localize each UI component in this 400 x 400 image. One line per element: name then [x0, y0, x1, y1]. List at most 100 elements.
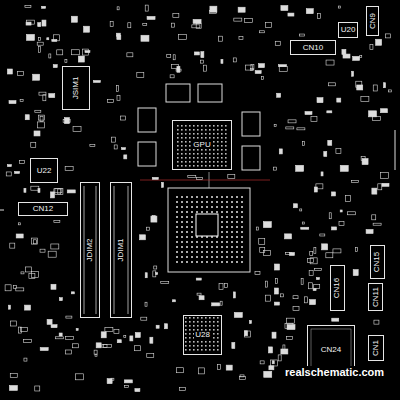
smd-pad [105, 328, 113, 332]
smd-pad [145, 302, 147, 306]
smd-pad [221, 59, 223, 63]
smd-pad [286, 336, 292, 339]
smd-pad [283, 345, 285, 351]
smd-pad [65, 167, 73, 171]
smd-pad [16, 288, 24, 291]
smd-pad [161, 282, 169, 284]
smd-parts [5, 5, 391, 391]
smd-pad [226, 365, 232, 370]
smd-pad [361, 96, 369, 101]
smd-pad [167, 55, 171, 58]
component-outline: CN1 [368, 335, 384, 361]
smd-pad [293, 296, 298, 299]
smd-pad [65, 336, 73, 339]
smd-pad [26, 267, 32, 272]
smd-pad [150, 337, 153, 343]
smd-pad [124, 335, 126, 337]
smd-pad [54, 220, 60, 222]
smd-pad [239, 36, 243, 39]
smd-pad [201, 52, 204, 58]
chip [166, 84, 190, 102]
smd-pad [260, 31, 265, 33]
smd-pad [272, 361, 274, 364]
smd-pad [197, 293, 201, 295]
component-outline: JDIM1 [110, 182, 132, 318]
smd-pad [382, 183, 389, 186]
smd-pad [245, 331, 251, 337]
smd-pad [244, 18, 252, 22]
smd-pad [78, 56, 84, 62]
smd-pad [266, 281, 268, 287]
smd-pad [326, 253, 333, 258]
smd-pad [210, 11, 217, 14]
smd-pad [152, 177, 158, 179]
cpu-package [168, 188, 250, 272]
smd-pad [373, 85, 377, 91]
smd-pad [361, 156, 365, 160]
smd-pad [8, 305, 10, 309]
smd-pad [357, 85, 363, 90]
watermark: realschematic.com [284, 366, 385, 378]
smd-pad [145, 5, 148, 11]
smd-pad [47, 38, 49, 40]
smd-pad [321, 172, 323, 176]
smd-pad [259, 238, 265, 244]
smd-pad [135, 389, 140, 392]
component-outline: JSIM1 [62, 66, 90, 110]
smd-pad [59, 333, 62, 336]
smd-pad [42, 6, 46, 8]
smd-pad [246, 65, 253, 70]
smd-pad [286, 253, 292, 255]
part-label: JSIM1 [72, 76, 80, 101]
smd-pad [26, 34, 34, 40]
smd-pad [14, 286, 17, 289]
smd-pad [304, 297, 307, 303]
smd-pad [38, 188, 40, 192]
smd-pad [220, 301, 222, 305]
smd-pad [310, 252, 313, 256]
smd-pad [85, 51, 90, 53]
part-label: GPU [192, 141, 211, 149]
smd-pad [316, 278, 319, 280]
smd-pad [54, 35, 60, 41]
component-outline: CN11 [368, 283, 383, 311]
smd-pad [303, 142, 305, 146]
component-outline: CN15 [370, 245, 385, 279]
bga-grid [174, 194, 244, 266]
smd-pad [278, 355, 281, 361]
smd-pad [19, 327, 22, 333]
smd-pad [25, 305, 31, 310]
smd-pad [71, 16, 77, 22]
smd-pad [179, 35, 187, 40]
smd-pad [134, 346, 140, 351]
component-outline: JDIM2 [80, 182, 100, 318]
smd-pad [297, 128, 305, 130]
smd-pad [251, 65, 254, 70]
smd-pad [24, 188, 26, 192]
smd-pad [201, 60, 204, 63]
smd-pad [147, 16, 155, 19]
smd-pad [114, 145, 117, 149]
smd-pad [141, 35, 149, 41]
smd-pad [161, 182, 163, 187]
smd-pad [332, 318, 339, 321]
smd-pad [127, 53, 133, 57]
smd-pad [289, 252, 294, 255]
smd-pad [337, 98, 341, 102]
smd-pad [10, 243, 15, 248]
component-outline: U20 [338, 22, 359, 38]
smd-pad [31, 186, 39, 190]
smd-pad [39, 38, 41, 41]
smd-pad [301, 227, 309, 229]
smd-pad [322, 244, 328, 250]
smd-pad [268, 347, 272, 353]
smd-pad [193, 19, 201, 23]
smd-pad [102, 344, 107, 347]
smd-pad [40, 348, 48, 351]
smd-pad [43, 95, 46, 101]
smd-pad [137, 73, 144, 78]
smd-pad [143, 23, 147, 25]
smd-pad [34, 131, 40, 136]
smd-pad [57, 50, 63, 55]
